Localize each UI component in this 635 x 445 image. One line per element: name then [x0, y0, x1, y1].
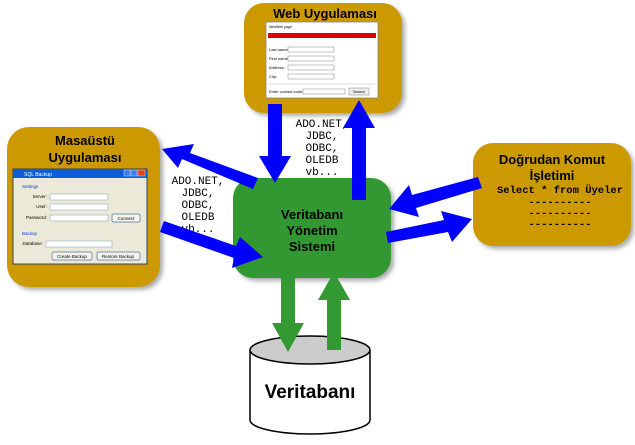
api-top-1: ADO.NET,	[296, 119, 349, 131]
desktop-connect-button	[111, 213, 141, 223]
desktop-window-minimize-icon	[123, 169, 131, 177]
dbms-title-line-1: Veritabanı	[281, 207, 343, 222]
web-mock-field-3: Address:	[269, 65, 285, 70]
web-app-box: Web Uygulaması NewWeb page Last name: Fi…	[244, 3, 402, 113]
blue-arrow-desktop-to-dbms	[160, 221, 263, 268]
dbms-title-line-3: Sistemi	[289, 239, 335, 254]
desktop-create-backup-label: Create Backup	[57, 254, 87, 259]
blue-arrow-dbms-to-desktop	[162, 144, 258, 189]
direct-command-box: Doğrudan Komut İşletimi Select * from Üy…	[473, 143, 631, 246]
desktop-password-input	[49, 214, 109, 222]
desktop-server-select	[49, 193, 109, 201]
desktop-server-label: Server:	[32, 194, 47, 199]
web-mock-input-3	[287, 64, 335, 71]
dbms-title-line-2: Yönetim	[286, 223, 337, 238]
desktop-settings-group: Settings	[22, 184, 39, 189]
direct-command-title-line-2: İşletimi	[530, 168, 575, 183]
web-mock-input-4	[287, 73, 335, 80]
web-mock-field-2: First name:	[269, 56, 289, 61]
direct-command-dash-1: ----------	[528, 197, 591, 209]
blue-arrow-dbms-to-command	[386, 211, 472, 243]
direct-command-query: Select * from Üyeler	[497, 184, 623, 197]
blue-arrow-command-to-dbms	[389, 177, 482, 217]
api-left-4: OLEDB	[181, 212, 214, 224]
blue-arrow-dbms-to-web	[343, 100, 375, 200]
api-top-5: vb...	[305, 167, 338, 179]
desktop-database-label: Database:	[22, 241, 43, 246]
desktop-window-title: SQL Backup	[24, 172, 52, 178]
api-top-4: OLEDB	[305, 155, 338, 167]
desktop-window-maximize-icon	[130, 169, 138, 177]
api-list-left: ADO.NET, JDBC, ODBC, OLEDB vb...	[172, 176, 225, 236]
desktop-user-label: User:	[36, 204, 47, 209]
api-top-3: ODBC,	[305, 143, 338, 155]
web-mock-input-1	[287, 46, 335, 53]
web-mock-search-button	[348, 87, 370, 96]
web-mock-red-bar	[268, 33, 376, 38]
desktop-app-box: Masaüstü Uygulaması SQL Backup Settings …	[7, 127, 160, 287]
desktop-backup-group: Backup	[22, 231, 38, 236]
web-mock-search-label: Search	[353, 90, 365, 94]
web-mock-input-2	[287, 55, 335, 62]
blue-arrow-web-to-dbms	[259, 104, 291, 183]
web-mock-contact-label: Enter contact code:	[269, 89, 303, 94]
desktop-window-mock: SQL Backup Settings Server: User: Passwo…	[12, 168, 148, 265]
dbms-box: Veritabanı Yönetim Sistemi	[233, 178, 391, 278]
desktop-app-title-line-2: Uygulaması	[49, 150, 122, 165]
green-arrow-down	[272, 278, 304, 352]
desktop-window-titlebar	[13, 169, 147, 178]
direct-command-dash-3: ----------	[528, 219, 591, 231]
database-cylinder: Veritabanı	[249, 335, 371, 435]
desktop-app-title-line-1: Masaüstü	[55, 133, 115, 148]
web-mock-field-4: City:	[269, 74, 277, 79]
green-arrow-up	[318, 272, 350, 350]
web-mock-field-1: Last name:	[269, 47, 289, 52]
desktop-connect-label: Connect	[118, 216, 136, 221]
api-left-1: ADO.NET,	[172, 176, 225, 188]
web-page-mock: NewWeb page Last name: First name: Addre…	[265, 21, 379, 99]
database-label: Veritabanı	[265, 382, 356, 403]
web-mock-contact-input	[302, 88, 346, 95]
desktop-password-label: Password:	[26, 215, 47, 220]
direct-command-title-line-1: Doğrudan Komut	[499, 152, 606, 167]
direct-command-dash-2: ----------	[528, 208, 591, 220]
api-top-2: JDBC,	[305, 131, 338, 143]
api-list-top: ADO.NET, JDBC, ODBC, OLEDB vb...	[296, 119, 349, 179]
api-left-3: ODBC,	[181, 200, 214, 212]
desktop-user-input	[49, 203, 109, 211]
desktop-window-close-icon	[137, 169, 146, 177]
desktop-database-select	[45, 240, 113, 248]
desktop-restore-backup-button	[96, 251, 141, 261]
web-mock-header: NewWeb page	[269, 25, 292, 29]
desktop-create-backup-button	[51, 251, 93, 261]
api-left-2: JDBC,	[181, 188, 214, 200]
web-app-title: Web Uygulaması	[273, 6, 377, 21]
desktop-restore-backup-label: Restore Backup	[102, 254, 135, 259]
